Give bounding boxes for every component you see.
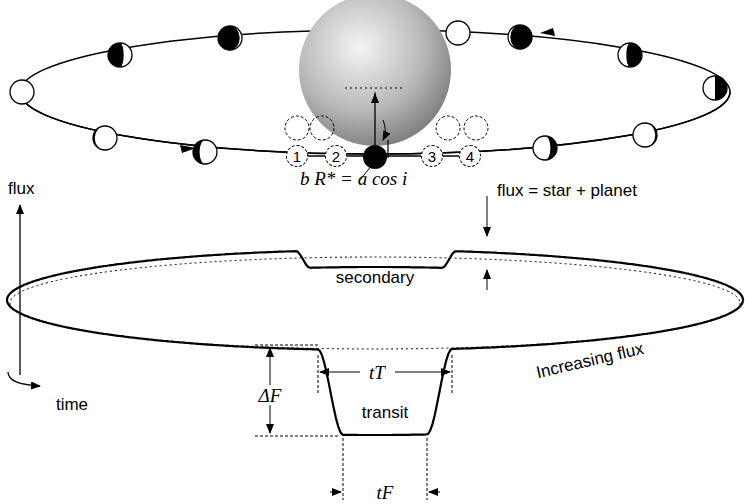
duration-label: tF bbox=[377, 483, 394, 502]
planet-phase bbox=[93, 126, 117, 150]
planet-shadow bbox=[545, 136, 557, 160]
planet-shadow bbox=[510, 25, 532, 49]
annotation: Increasing flux bbox=[535, 339, 646, 380]
planet-phase bbox=[533, 136, 557, 160]
position-circle: 2 bbox=[325, 145, 347, 167]
axis-label: time bbox=[56, 396, 88, 413]
planet-phase bbox=[618, 43, 642, 67]
annotation: secondary bbox=[334, 269, 416, 286]
position-circle: 1 bbox=[286, 145, 308, 167]
position-circle: 3 bbox=[421, 145, 443, 167]
contact-number: 2 bbox=[332, 149, 340, 164]
planet-phase bbox=[446, 21, 470, 45]
planet-phase bbox=[193, 140, 217, 164]
annotation: transit bbox=[362, 404, 408, 421]
contact-number: 4 bbox=[466, 149, 474, 164]
contact-number: 3 bbox=[428, 149, 436, 164]
planet-phase bbox=[703, 76, 727, 100]
planet-shadow bbox=[193, 140, 205, 164]
duration-label: tT bbox=[369, 363, 385, 382]
planet-shadow bbox=[626, 43, 642, 67]
impact-parameter: b R* = a cos i bbox=[300, 169, 407, 188]
planet-shadow bbox=[108, 43, 124, 67]
planet-shadow bbox=[93, 126, 105, 150]
planet-shadow bbox=[10, 80, 22, 104]
planet-phase bbox=[633, 123, 657, 147]
depth-label: ΔF bbox=[259, 386, 282, 405]
planet-phase bbox=[508, 25, 532, 49]
axis-label: flux bbox=[8, 180, 34, 197]
position-circle: 4 bbox=[459, 145, 481, 167]
planet-phase bbox=[218, 26, 242, 50]
planet-phase bbox=[108, 43, 132, 67]
planet-shadow bbox=[645, 123, 657, 147]
annotation: flux = star + planet bbox=[497, 182, 637, 199]
planet-shadow bbox=[218, 26, 240, 50]
planet-shadow bbox=[715, 76, 727, 100]
planet-phase bbox=[10, 80, 34, 104]
contact-number: 1 bbox=[293, 149, 301, 164]
